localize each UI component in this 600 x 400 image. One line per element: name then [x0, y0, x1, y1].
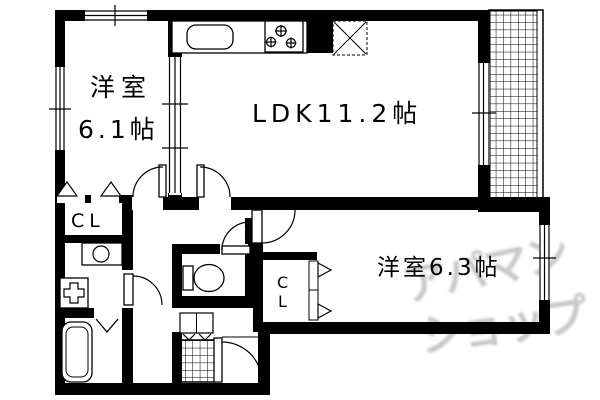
room1-name: 洋室 [90, 73, 152, 102]
door-toilet [221, 221, 251, 255]
closet-left-bifold-doors [55, 180, 123, 197]
door-ldk [196, 164, 231, 198]
door-western-room-2 [251, 209, 296, 244]
closet-right-bifold-doors [308, 260, 333, 321]
window-left [49, 67, 71, 150]
closet-right-label-top: C [277, 273, 288, 292]
partition-window [162, 57, 188, 193]
sanitary [59, 242, 225, 383]
closet-left-label: CL [71, 210, 105, 232]
washing-machine-pan [59, 277, 89, 309]
door-western-room-1 [132, 164, 167, 198]
windows [49, 5, 556, 300]
room1-size: 6.1帖 [78, 115, 159, 144]
stove-burners [265, 25, 297, 49]
window-room2 [533, 225, 556, 300]
entrance [177, 312, 263, 383]
shoe-cabinet [179, 312, 214, 341]
refrigerator-space [332, 20, 368, 56]
kitchen-sink [186, 24, 234, 50]
window-top [85, 5, 147, 26]
entrance-door [213, 336, 263, 383]
doors [55, 164, 333, 321]
window-ldk-balcony [472, 63, 496, 165]
closet-right-label-bottom: L [278, 292, 287, 311]
labels: 洋室 6.1帖 LDK11.2帖 洋室6.3帖 CL C L [71, 73, 501, 311]
bath-folding-door [95, 318, 119, 334]
balcony [488, 9, 544, 200]
genkan-floor [177, 339, 216, 383]
walls [55, 10, 550, 395]
kitchen [171, 20, 368, 56]
ldk-label: LDK11.2帖 [252, 99, 422, 128]
door-washroom [123, 273, 163, 306]
washbasin [81, 242, 123, 266]
bathtub [61, 321, 93, 383]
room2-label: 洋室6.3帖 [377, 255, 501, 281]
toilet [182, 263, 225, 293]
